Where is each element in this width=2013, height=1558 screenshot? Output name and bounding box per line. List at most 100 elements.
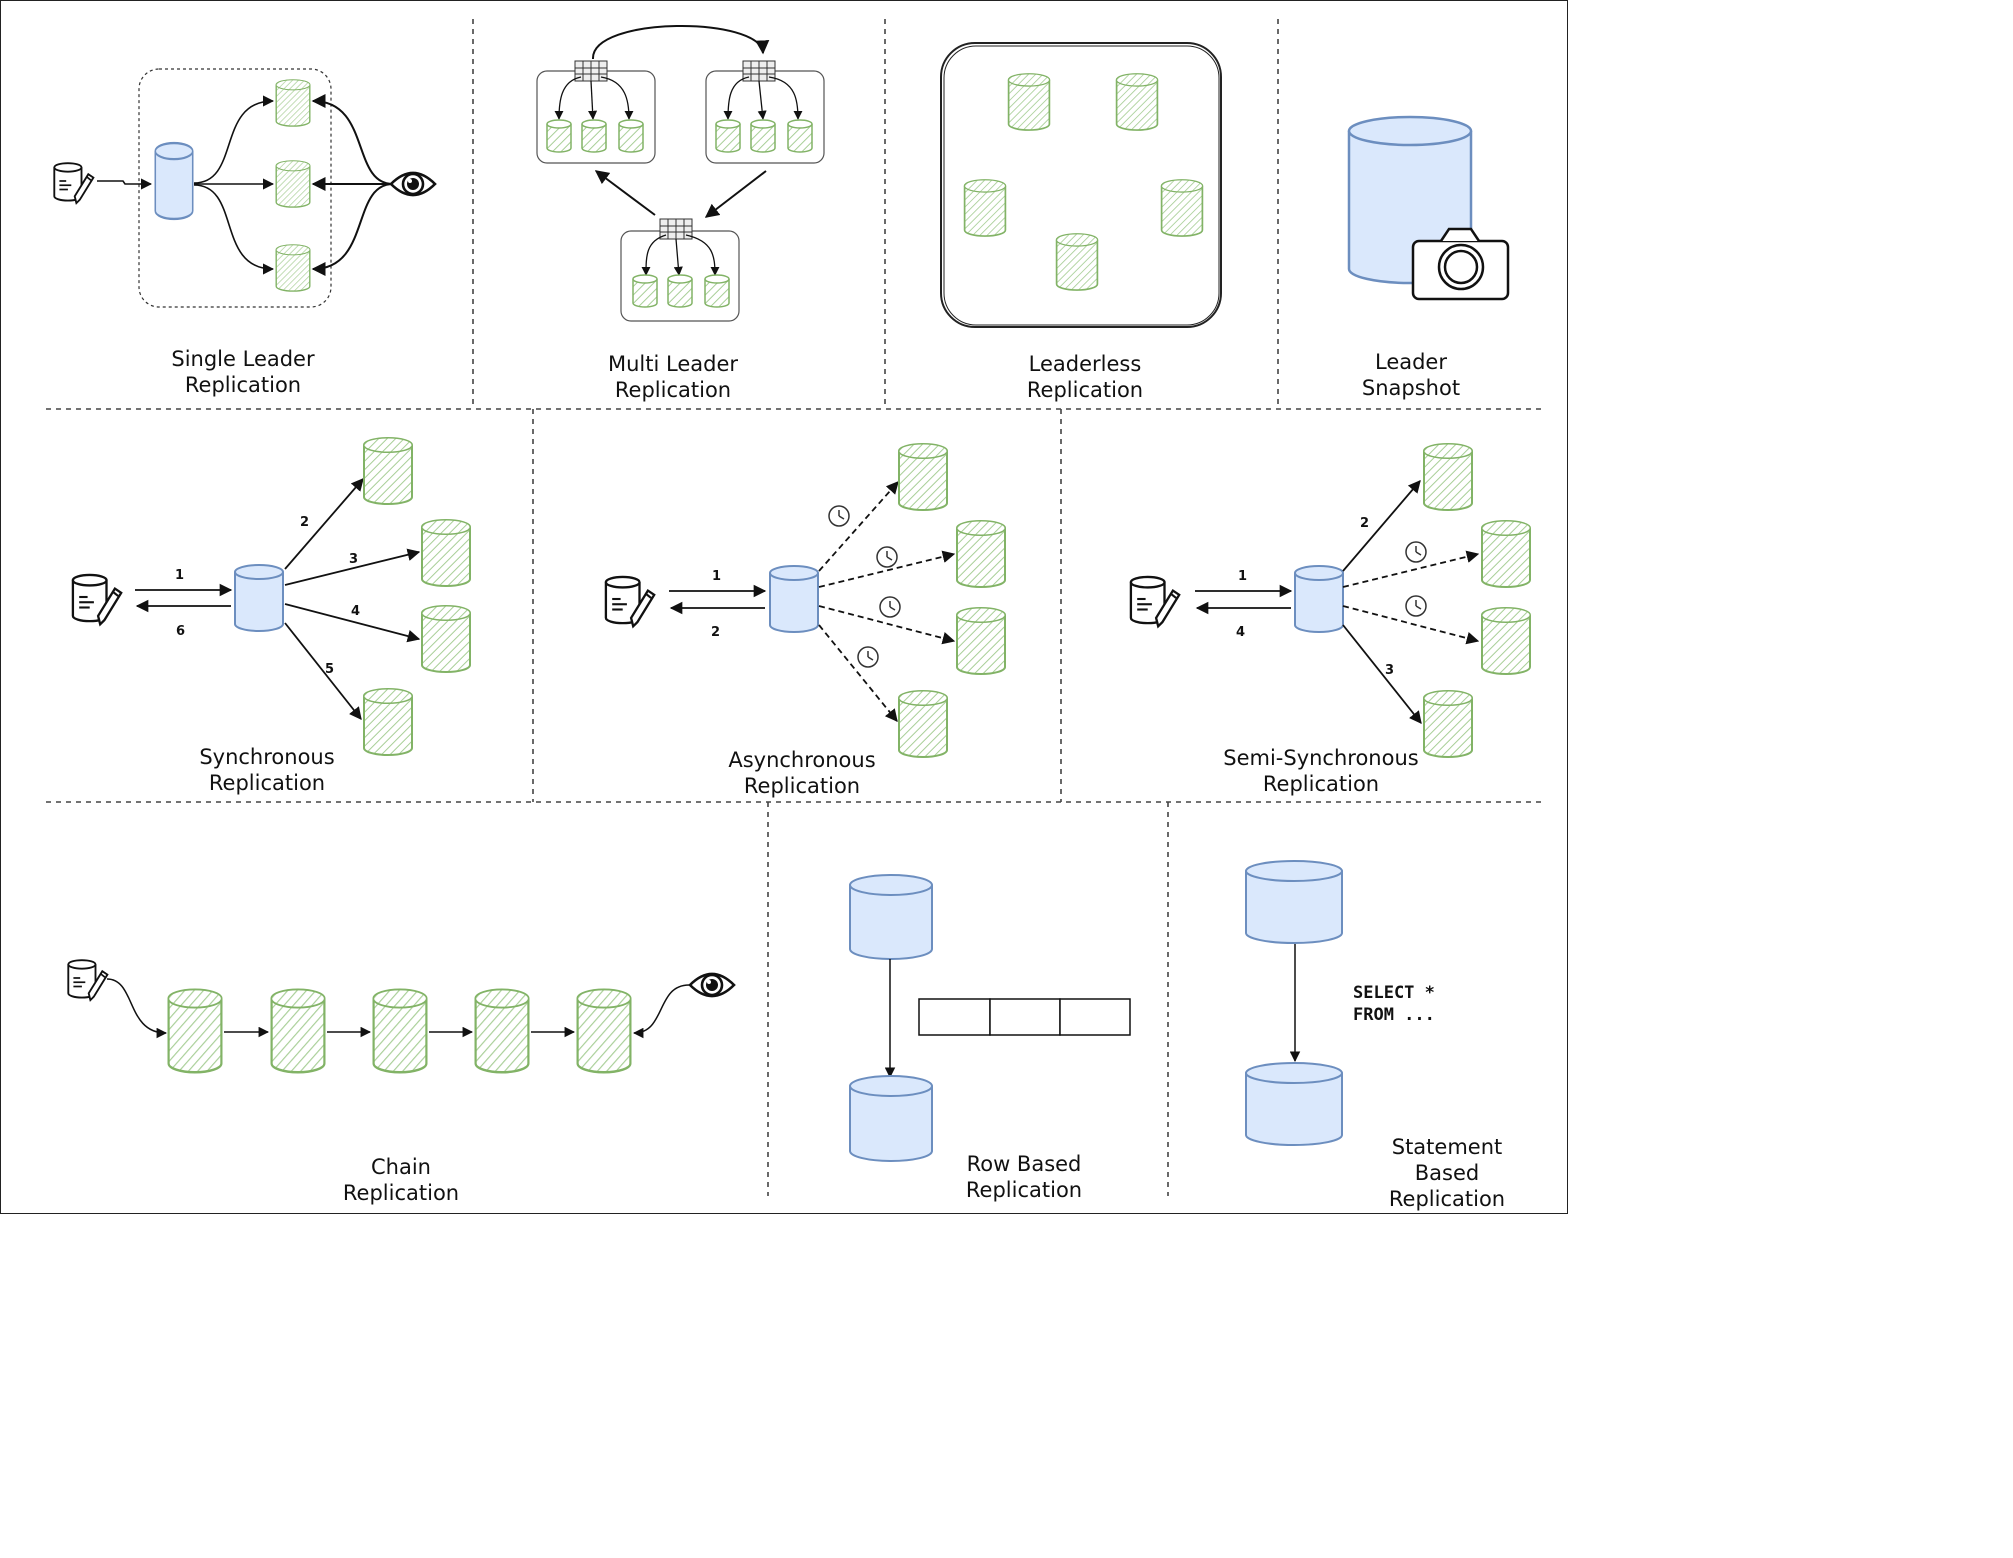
leader-group-box — [138, 68, 332, 308]
leader-database — [234, 564, 284, 632]
panel-dividers — [46, 19, 1546, 1196]
replica-database — [715, 119, 741, 153]
camera-icon — [1411, 227, 1510, 301]
statement-based-diagram — [1245, 860, 1343, 1146]
step-label: 4 — [351, 604, 361, 619]
writer-icon — [604, 575, 656, 628]
sql-statement: SELECT * FROM ... — [1353, 982, 1435, 1026]
step-label: 1 — [175, 568, 185, 583]
panel-title-leaderless: Leaderless Replication — [985, 351, 1185, 403]
panel-title-row-based: Row Based Replication — [924, 1151, 1124, 1203]
replica-database — [1423, 443, 1473, 511]
writer-icon — [53, 162, 95, 205]
panel-title-multi-leader: Multi Leader Replication — [573, 351, 773, 403]
step-label: 4 — [1236, 625, 1246, 640]
replica-database — [421, 519, 471, 587]
semi-synchronous-diagram — [1129, 443, 1531, 758]
replica-database — [632, 274, 658, 308]
title-line: Based — [1414, 1161, 1480, 1185]
chain-database — [372, 988, 428, 1074]
title-line: Semi-Synchronous — [1223, 746, 1419, 770]
row-based-diagram — [849, 874, 1131, 1162]
title-line: Replication — [208, 771, 326, 795]
step-label: 1 — [712, 569, 722, 584]
clock-icon — [876, 546, 898, 568]
title-line: Multi Leader — [607, 352, 738, 376]
writer-icon — [67, 959, 109, 1002]
leaderless-diagram — [940, 42, 1222, 328]
clock-icon — [1405, 595, 1427, 617]
title-line: Synchronous — [199, 745, 335, 769]
replica-database — [750, 119, 776, 153]
replica-database — [898, 443, 948, 511]
title-line: Replication — [1388, 1187, 1506, 1211]
replica-database — [704, 274, 730, 308]
leader-database — [1294, 565, 1344, 633]
node-database — [1007, 73, 1051, 131]
replica-database — [1481, 520, 1531, 588]
title-line: Replication — [1026, 378, 1144, 402]
replica-database — [1423, 690, 1473, 758]
step-label: 2 — [1360, 516, 1370, 531]
row-cells — [918, 998, 1131, 1036]
replica-database — [1481, 607, 1531, 675]
title-line: Replication — [342, 1181, 460, 1205]
node-database — [1115, 73, 1159, 131]
title-line: Leader — [1374, 350, 1447, 374]
asynchronous-diagram — [604, 443, 1006, 758]
cluster-box — [940, 42, 1222, 328]
target-database — [849, 1086, 933, 1162]
node-database — [963, 179, 1007, 237]
source-database — [849, 885, 933, 960]
replica-database — [956, 607, 1006, 675]
replica-database — [363, 437, 413, 505]
eye-icon — [389, 171, 437, 197]
title-line: Statement — [1391, 1135, 1503, 1159]
chain-diagram — [67, 959, 736, 1074]
title-line: Leaderless — [1028, 352, 1142, 376]
follower-database — [275, 244, 311, 292]
title-line: Chain — [371, 1155, 431, 1179]
table-grid-icon — [574, 60, 608, 82]
chain-database — [474, 988, 530, 1074]
writer-icon — [71, 573, 123, 626]
step-label: 1 — [1238, 569, 1248, 584]
source-database — [1245, 871, 1343, 944]
replica-database — [546, 119, 572, 153]
follower-database — [275, 79, 311, 127]
panel-title-chain: Chain Replication — [301, 1154, 501, 1206]
title-line: Snapshot — [1361, 376, 1461, 400]
replica-database — [667, 274, 693, 308]
step-label: 2 — [711, 625, 721, 640]
title-line: Replication — [1262, 772, 1380, 796]
title-line: Replication — [965, 1178, 1083, 1202]
multi-leader-diagram — [536, 25, 825, 322]
sql-line: FROM ... — [1353, 1005, 1435, 1025]
leader-database — [154, 141, 194, 221]
replica-database — [787, 119, 813, 153]
clock-icon — [828, 505, 850, 527]
title-line: Replication — [743, 774, 861, 798]
replica-database — [898, 690, 948, 758]
panel-title-semi-synchronous: Semi-Synchronous Replication — [1211, 745, 1431, 797]
replica-database — [618, 119, 644, 153]
leader-snapshot-diagram — [1347, 115, 1510, 301]
title-line: Asynchronous — [728, 748, 876, 772]
node-database — [1055, 233, 1099, 291]
step-label: 6 — [176, 624, 186, 639]
target-database — [1245, 1073, 1343, 1146]
follower-database — [275, 160, 311, 208]
single-leader-diagram — [53, 68, 437, 308]
diagram-canvas: 1 2 3 4 5 6 1 2 1 2 3 4 Single Leader Re… — [0, 0, 1568, 1214]
chain-database — [167, 988, 223, 1074]
table-grid-icon — [742, 60, 776, 82]
step-label: 5 — [325, 662, 335, 677]
synchronous-diagram — [71, 437, 471, 756]
replica-database — [956, 520, 1006, 588]
replication-diagram — [46, 19, 1546, 1196]
panel-title-statement-based: Statement Based Replication — [1367, 1134, 1527, 1212]
writer-icon — [1129, 575, 1181, 628]
step-label: 3 — [1385, 663, 1395, 678]
node-database — [1160, 179, 1204, 237]
panel-title-single-leader: Single Leader Replication — [143, 346, 343, 398]
